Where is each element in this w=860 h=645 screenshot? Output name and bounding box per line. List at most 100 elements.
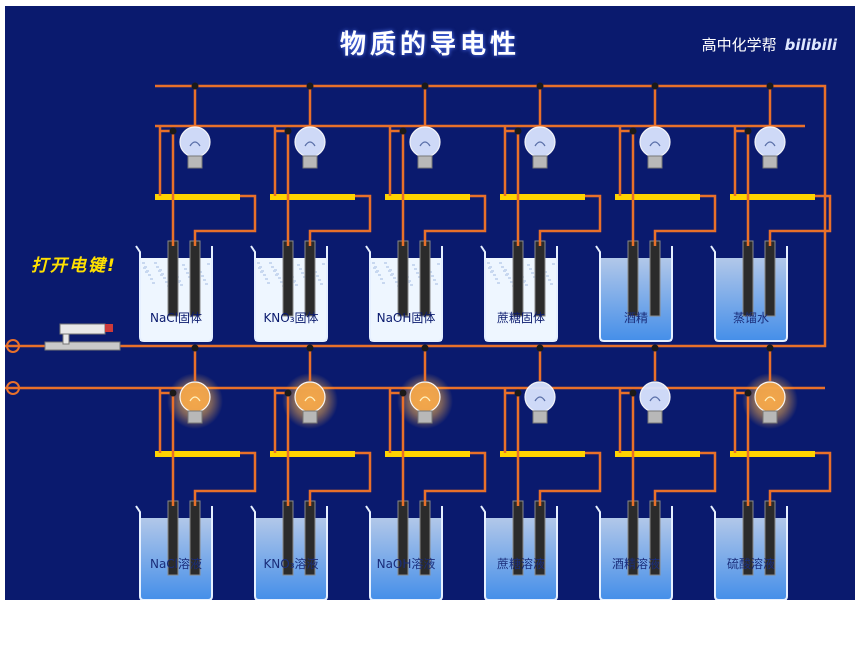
bottom-cell-6: 硫酸溶液: [710, 373, 815, 600]
solid-grain: [490, 271, 493, 273]
electrode-left: [282, 240, 294, 317]
solid-grain: [487, 262, 490, 264]
switch-post-icon: [62, 333, 70, 345]
junction-dot: [514, 389, 522, 397]
solid-grain: [186, 272, 189, 274]
junction-dot: [306, 344, 314, 352]
bulb-platform: [385, 451, 470, 457]
solid-grain: [416, 272, 419, 274]
solid-grain: [301, 272, 304, 274]
bulb-to-electrode-wire: [193, 451, 257, 506]
bottom-cell-3: NaOH溶液: [365, 373, 470, 600]
solid-grain: [380, 278, 383, 280]
bulb-filament-icon: [764, 396, 776, 402]
solid-grain: [163, 277, 166, 279]
beaker-outline-icon: [250, 505, 328, 600]
junction-dot: [421, 344, 429, 352]
solid-grain: [158, 270, 161, 272]
solid-grain: [269, 262, 272, 264]
junction-dot: [766, 82, 774, 90]
bulb-base-icon: [532, 155, 548, 169]
solid-grain: [180, 284, 183, 286]
bottom-beaker-label: NaOH溶液: [377, 556, 436, 571]
bulb-filament-icon: [304, 141, 316, 147]
junction-dot: [421, 82, 429, 90]
bulb-to-electrode-wire: [423, 451, 487, 506]
bulb-base-icon: [762, 155, 778, 169]
solid-grain: [205, 283, 208, 285]
beaker-outline-icon: [135, 245, 213, 342]
solid-grain: [145, 271, 148, 273]
bulb-filament-icon: [419, 141, 431, 147]
junction-dot: [191, 82, 199, 90]
electrode-return-wire: [505, 129, 520, 246]
junction-dot: [536, 82, 544, 90]
bottom-cell-5: 酒精溶液: [595, 381, 700, 600]
beaker-outline-icon: [595, 505, 673, 600]
solid-grain: [433, 279, 436, 281]
top-beaker-label: 蔗糖固体: [497, 310, 545, 325]
solid-grain: [150, 278, 153, 280]
bulb-to-electrode-wire: [768, 451, 832, 506]
junction-dot: [169, 389, 177, 397]
switch-knob-icon: [105, 324, 113, 332]
solid-grain: [382, 282, 385, 284]
bulb-platform: [385, 194, 470, 200]
electrode-left: [397, 240, 409, 317]
solid-grain: [505, 274, 508, 276]
beaker-outline-icon: [250, 245, 328, 342]
bulb-platform: [155, 194, 240, 200]
bulb-base-icon: [647, 410, 663, 424]
electrode-return-wire: [620, 391, 635, 506]
solid-grain: [320, 283, 323, 285]
solid-grain: [201, 275, 204, 277]
bulb-base-icon: [417, 410, 433, 424]
solid-grain: [395, 281, 398, 283]
bulb-base-icon: [417, 155, 433, 169]
top-cell-6: 蒸馏水: [710, 126, 815, 342]
solid-grain: [318, 279, 321, 281]
solid-grain: [322, 263, 325, 265]
bottom-beaker-label: NaCl溶液: [150, 556, 202, 571]
junction-dot: [651, 82, 659, 90]
top-cell-1: NaCl固体: [135, 126, 240, 342]
top-beaker-label: 蒸馏水: [733, 311, 769, 325]
solid-grain: [184, 268, 187, 270]
bottom-cell-4: 蔗糖溶液: [480, 381, 585, 600]
solid-grain: [501, 266, 504, 268]
solid-grain: [527, 264, 530, 266]
bulb-filament-icon: [189, 396, 201, 402]
bulb-platform: [270, 194, 355, 200]
bottom-beaker-label: 酒精溶液: [612, 556, 660, 571]
bulb-to-electrode-wire: [653, 194, 717, 246]
solid-grain: [546, 275, 549, 277]
solid-grain: [435, 283, 438, 285]
electrode-right: [764, 240, 776, 317]
solid-grain: [531, 272, 534, 274]
bulb-to-electrode-wire: [423, 194, 487, 246]
bulb-to-electrode-wire: [768, 194, 832, 246]
solid-grain: [260, 271, 263, 273]
solid-grain: [271, 266, 274, 268]
solid-grain: [390, 274, 393, 276]
solid-grain: [493, 274, 496, 276]
bulb-filament-icon: [419, 396, 431, 402]
solid-grain: [384, 262, 387, 264]
bottom-beaker-label: KNO₃溶液: [263, 556, 318, 571]
bulb-filament-icon: [534, 396, 546, 402]
bulb-platform: [730, 451, 815, 457]
beaker-outline-icon: [365, 505, 443, 600]
junction-dot: [629, 389, 637, 397]
electrode-left: [627, 240, 639, 317]
junction-dot: [514, 127, 522, 135]
beaker-outline-icon: [710, 245, 788, 342]
switch-lever-icon: [59, 323, 106, 335]
junction-dot: [284, 127, 292, 135]
bulb-to-electrode-wire: [538, 194, 602, 246]
top-cell-5: 酒精: [595, 126, 700, 342]
solid-grain: [203, 279, 206, 281]
solid-grain: [414, 268, 417, 270]
solid-grain: [431, 275, 434, 277]
electrode-return-wire: [505, 391, 520, 506]
